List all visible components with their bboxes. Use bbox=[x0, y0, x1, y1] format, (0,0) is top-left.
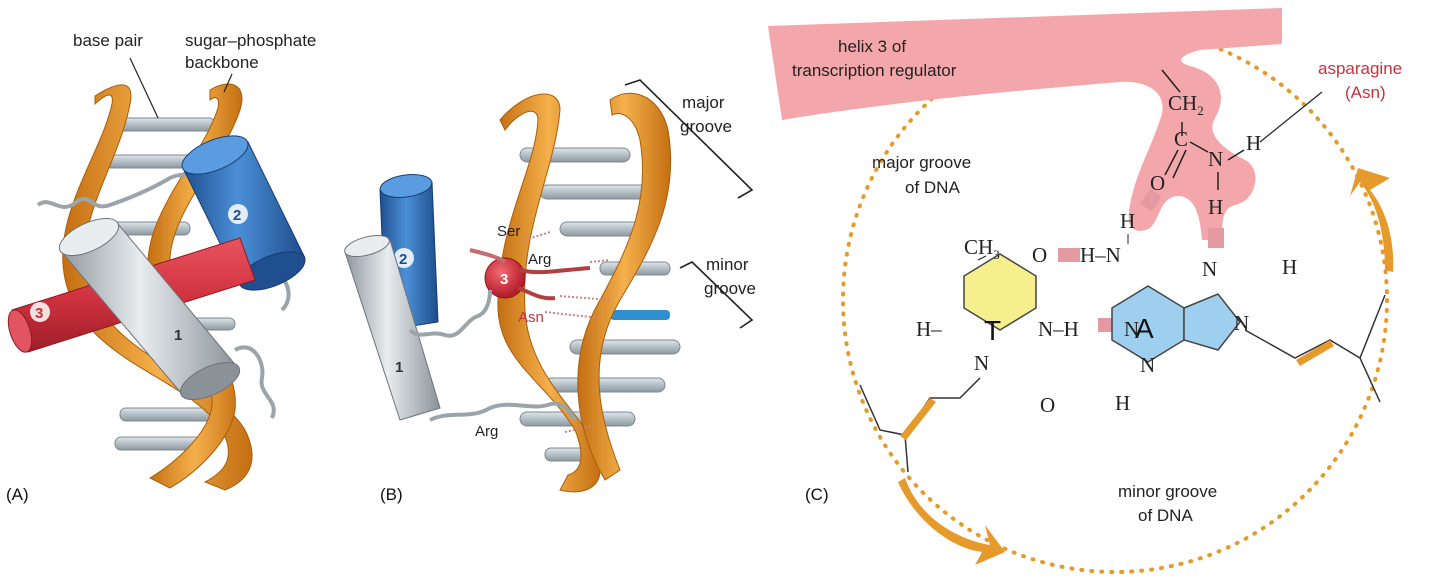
panel-c: helix 3 of transcription regulator aspar… bbox=[768, 8, 1402, 574]
panel-a-letter: (A) bbox=[6, 485, 29, 504]
adenine-base: A bbox=[1111, 285, 1241, 363]
svg-text:N: N bbox=[974, 351, 989, 375]
major-groove-label-line2: groove bbox=[680, 117, 732, 136]
ch2-group: CH2 bbox=[1168, 91, 1204, 118]
asparagine-pointer bbox=[1259, 91, 1323, 143]
svg-text:N: N bbox=[1124, 317, 1139, 341]
rotation-arrow-lower bbox=[898, 478, 1005, 565]
helix-2-number: 2 bbox=[233, 207, 241, 224]
asparagine-label-line2: (Asn) bbox=[1345, 83, 1386, 102]
rotation-arrow-upper bbox=[1350, 168, 1394, 272]
base-pair-chemistry: CH3 O H–N H H– N–H N O N N H N H N bbox=[916, 209, 1297, 417]
asparagine-label-line1: asparagine bbox=[1318, 59, 1402, 78]
helix-3-sphere: 3 bbox=[484, 257, 526, 299]
helix-3-label-line2: transcription regulator bbox=[792, 61, 957, 80]
svg-text:O: O bbox=[1040, 393, 1055, 417]
major-groove-label-line1: major bbox=[682, 93, 725, 112]
helix-1-number: 1 bbox=[395, 359, 403, 376]
side-chains bbox=[408, 248, 591, 422]
dna-backbone bbox=[497, 92, 672, 493]
major-groove-label-line1: major groove bbox=[872, 153, 971, 172]
asn-side-chain bbox=[1161, 69, 1245, 190]
helix-3-number: 3 bbox=[35, 305, 43, 322]
svg-text:H–N: H–N bbox=[1080, 243, 1121, 267]
amide-hydrogen-1: H bbox=[1246, 131, 1261, 155]
major-groove-bracket bbox=[624, 79, 754, 199]
base-a-letter: A bbox=[1135, 313, 1154, 344]
dna-cross-section-outline bbox=[841, 26, 1389, 574]
amide-hydrogen-2: H bbox=[1208, 195, 1223, 219]
svg-text:N: N bbox=[1202, 257, 1217, 281]
backbone-label-line1: sugar–phosphate bbox=[185, 31, 316, 50]
svg-text:H–: H– bbox=[916, 317, 942, 341]
backbone-pointer bbox=[223, 73, 233, 93]
sugar-ring-right bbox=[1296, 340, 1334, 366]
thymine-base: T bbox=[963, 253, 1037, 346]
highlighted-base bbox=[610, 310, 670, 320]
carbonyl-oxygen: O bbox=[1150, 171, 1165, 195]
panel-c-letter: (C) bbox=[805, 485, 829, 504]
svg-text:N–H: N–H bbox=[1038, 317, 1079, 341]
minor-groove-label-line2: of DNA bbox=[1138, 506, 1193, 525]
svg-text:O: O bbox=[1032, 243, 1047, 267]
helix-1-cylinder: 1 bbox=[344, 234, 441, 421]
helix-1-cylinder: 1 bbox=[58, 217, 241, 401]
residue-arg-upper: Arg bbox=[528, 251, 551, 268]
svg-text:H: H bbox=[1115, 391, 1130, 415]
amide-nitrogen: N bbox=[1208, 147, 1223, 171]
minor-groove-bracket bbox=[679, 261, 754, 329]
helix-3-label-line1: helix 3 of bbox=[838, 37, 906, 56]
helix-2-cylinder: 2 bbox=[181, 135, 306, 291]
panel-b-letter: (B) bbox=[380, 485, 403, 504]
base-pair-pointer bbox=[129, 57, 159, 119]
base-t-letter: T bbox=[984, 315, 1001, 346]
sugar-ring-left bbox=[900, 398, 936, 440]
panel-a: 2 3 1 base pair sugar–phosphate backbone… bbox=[6, 31, 316, 504]
hydrogen-bonds bbox=[524, 231, 611, 433]
residue-ser: Ser bbox=[497, 223, 520, 240]
svg-text:H: H bbox=[1120, 209, 1135, 233]
svg-text:H: H bbox=[1282, 255, 1297, 279]
svg-text:N: N bbox=[1140, 353, 1155, 377]
carbonyl-carbon: C bbox=[1174, 127, 1188, 151]
helix-3-protein-shape bbox=[768, 8, 1282, 240]
minor-groove-label-line1: minor bbox=[706, 255, 749, 274]
helix-3-number: 3 bbox=[500, 271, 508, 288]
svg-text:N: N bbox=[1234, 311, 1249, 335]
minor-groove-label-line2: groove bbox=[704, 279, 756, 298]
major-groove-label-line2: of DNA bbox=[905, 178, 960, 197]
hydrogen-bond-markers bbox=[1058, 188, 1224, 332]
backbone-label-line2: backbone bbox=[185, 53, 259, 72]
base-pair-label: base pair bbox=[73, 31, 143, 50]
helix-1-number: 1 bbox=[174, 327, 182, 344]
residue-asn: Asn bbox=[518, 309, 544, 326]
panel-b: 2 1 3 major gr bbox=[344, 79, 756, 504]
residue-arg-lower: Arg bbox=[475, 423, 498, 440]
minor-groove-label-line1: minor groove bbox=[1118, 482, 1217, 501]
helix-2-number: 2 bbox=[399, 251, 407, 268]
